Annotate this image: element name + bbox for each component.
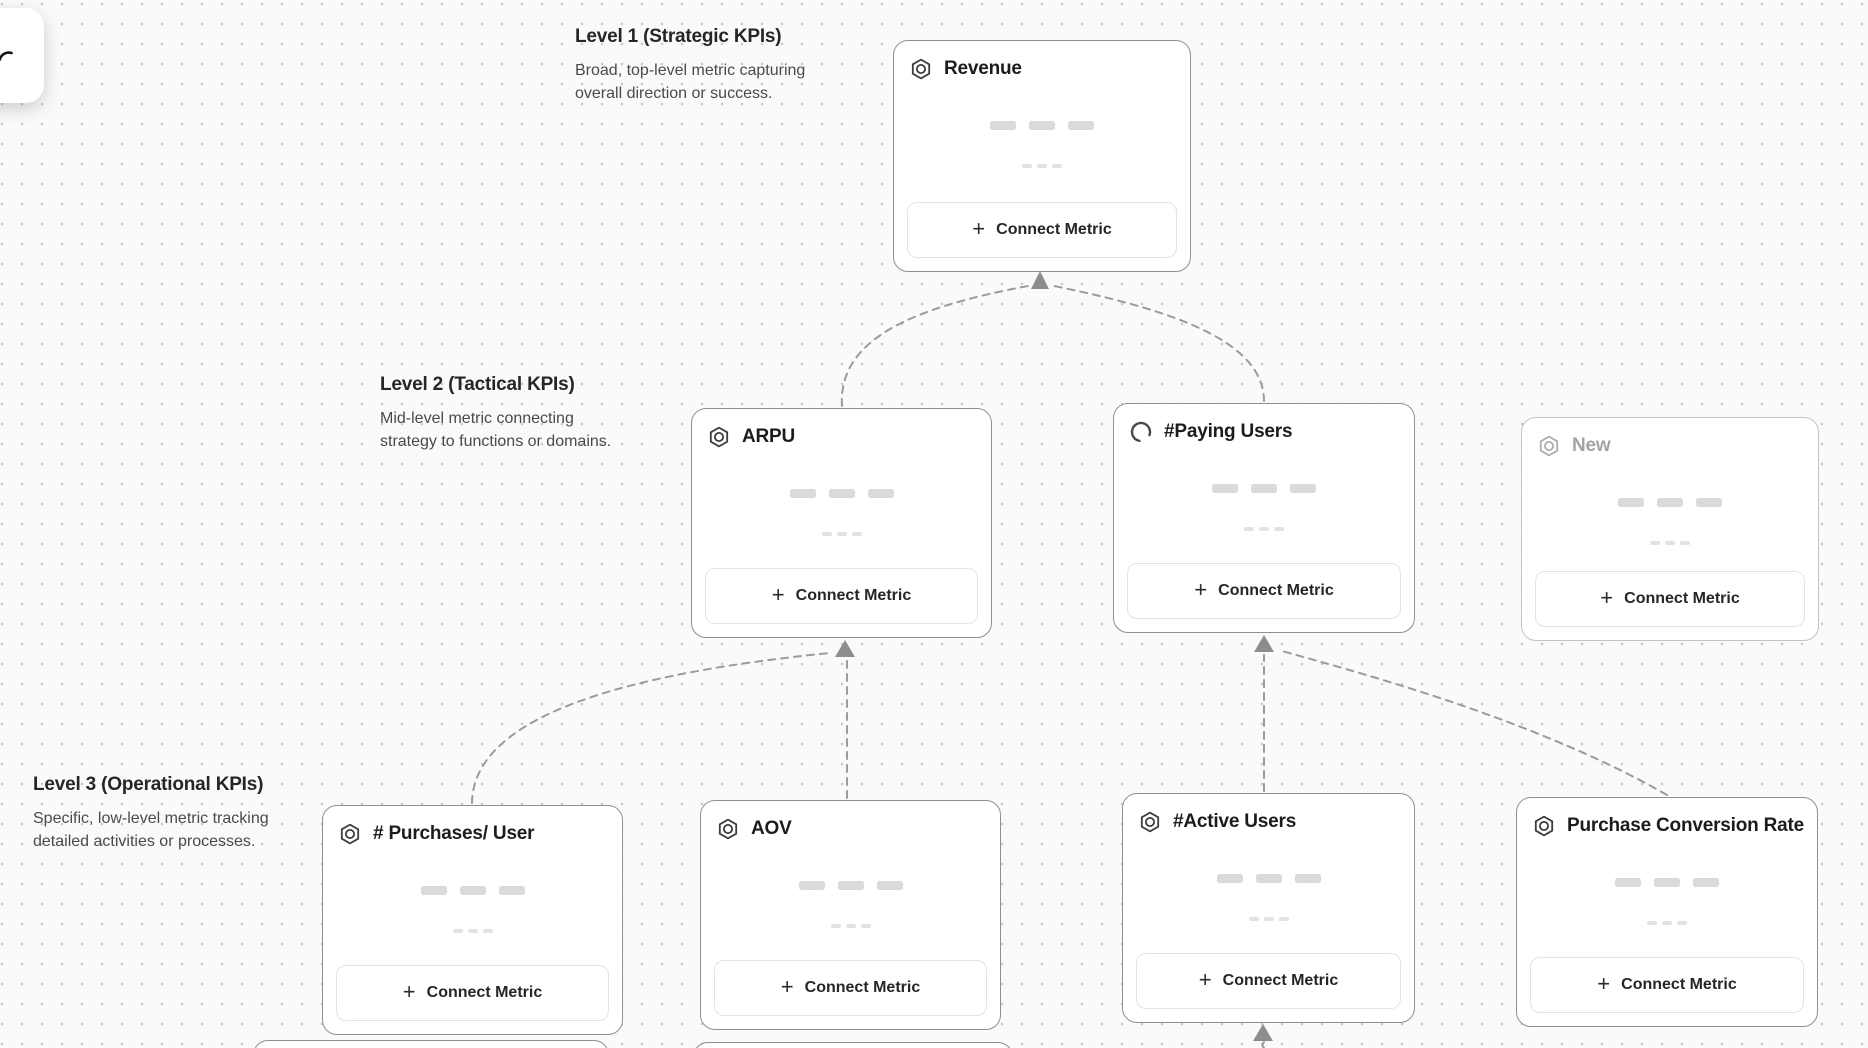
partial-card-bottom-mid[interactable] (693, 1042, 1013, 1048)
connect-metric-label: Connect Metric (795, 587, 912, 604)
plus-icon: + (1600, 585, 1614, 610)
skeleton-row-secondary (1517, 921, 1817, 925)
connect-metric-button[interactable]: + Connect Metric (336, 965, 609, 1021)
connect-metric-label: Connect Metric (804, 979, 921, 996)
level-title: Level 2 (Tactical KPIs) (380, 374, 575, 395)
card-header: AOV (701, 801, 1000, 841)
skeleton-row-primary (701, 881, 1000, 890)
skeleton-row-secondary (692, 532, 991, 536)
connect-metric-label: Connect Metric (426, 984, 543, 1001)
edge-purchases-to-arpu[interactable] (471, 652, 831, 804)
arrow-into-active-users (1253, 1024, 1273, 1041)
plus-icon: + (1198, 967, 1212, 992)
skeleton-row-primary (894, 121, 1190, 130)
connect-metric-button[interactable]: + Connect Metric (705, 568, 978, 624)
level-title: Level 3 (Operational KPIs) (33, 774, 264, 795)
connect-metric-button[interactable]: + Connect Metric (1136, 953, 1401, 1009)
card-title: ARPU (742, 426, 796, 447)
metric-card-purchase-conversion-rate[interactable]: Purchase Conversion Rate + Connect Metri… (1516, 797, 1818, 1027)
skeleton-row-secondary (894, 164, 1190, 168)
plus-icon: + (972, 216, 986, 241)
connect-metric-label: Connect Metric (1218, 582, 1334, 599)
plus-icon: + (771, 582, 785, 607)
plus-icon: + (402, 979, 416, 1004)
card-header: #Active Users (1123, 794, 1414, 834)
hexagon-metric-icon (1539, 435, 1559, 457)
card-title: New (1572, 435, 1611, 456)
card-header: # Purchases/ User (323, 806, 622, 846)
card-title: Revenue (944, 58, 1022, 79)
skeleton-row-secondary (701, 924, 1000, 928)
card-title: AOV (751, 818, 792, 839)
plus-icon: + (780, 974, 794, 999)
level-description: Specific, low-level metric tracking deta… (33, 810, 269, 851)
metric-card-aov[interactable]: AOV + Connect Metric (700, 800, 1001, 1030)
edge-offscreen-to-active-users[interactable] (1261, 1041, 1265, 1048)
skeleton-row-primary (1123, 874, 1414, 883)
level-description: Mid-level metric connecting strategy to … (380, 410, 612, 451)
card-title: # Purchases/ User (373, 823, 535, 844)
hexagon-metric-icon (340, 823, 360, 845)
connect-metric-button[interactable]: + Connect Metric (907, 202, 1177, 258)
hexagon-metric-icon (911, 58, 931, 80)
hexagon-metric-icon (1140, 811, 1160, 833)
floating-toolbar-fragment[interactable] (0, 8, 44, 103)
connect-metric-button[interactable]: + Connect Metric (1535, 571, 1805, 627)
connect-metric-label: Connect Metric (1621, 976, 1737, 993)
connect-metric-button[interactable]: + Connect Metric (1530, 957, 1804, 1013)
card-header: Purchase Conversion Rate (1517, 798, 1817, 838)
connect-metric-button[interactable]: + Connect Metric (714, 960, 987, 1016)
metric-card-purchases-per-user[interactable]: # Purchases/ User + Connect Metric (322, 805, 623, 1035)
card-header: Revenue (894, 41, 1190, 81)
skeleton-row-primary (1517, 878, 1817, 887)
card-header: New (1522, 418, 1818, 458)
connect-metric-button[interactable]: + Connect Metric (1127, 563, 1401, 619)
skeleton-row-primary (323, 886, 622, 895)
skeleton-row-secondary (1114, 527, 1414, 531)
connect-metric-label: Connect Metric (996, 221, 1112, 238)
hexagon-metric-icon (718, 818, 738, 840)
skeleton-row-primary (1522, 498, 1818, 507)
card-header: ARPU (692, 409, 991, 449)
skeleton-row-secondary (1522, 541, 1818, 545)
connect-metric-label: Connect Metric (1624, 590, 1740, 607)
connect-metric-label: Connect Metric (1222, 972, 1339, 989)
card-title: #Active Users (1173, 811, 1297, 832)
skeleton-row-secondary (1123, 917, 1414, 921)
arrow-into-revenue (1031, 271, 1049, 289)
level-label-level-3: Level 3 (Operational KPIs) Specific, low… (33, 774, 305, 854)
tool-icon (0, 51, 13, 62)
metric-card-paying-users[interactable]: #Paying Users + Connect Metric (1113, 403, 1415, 633)
plus-icon: + (1597, 971, 1611, 996)
partial-card-bottom-left[interactable] (253, 1040, 609, 1048)
card-title: #Paying Users (1164, 421, 1293, 442)
skeleton-row-secondary (323, 929, 622, 933)
card-header: #Paying Users (1114, 404, 1414, 444)
arrow-into-paying-users (1254, 635, 1274, 652)
skeleton-row-primary (1114, 484, 1414, 493)
plus-icon: + (1194, 577, 1208, 602)
hexagon-metric-icon (709, 426, 729, 448)
edge-paying-users-to-revenue[interactable] (1053, 285, 1265, 402)
card-title: Purchase Conversion Rate (1567, 815, 1805, 836)
hexagon-metric-icon (1534, 815, 1554, 837)
metric-card-active-users[interactable]: #Active Users + Connect Metric (1122, 793, 1415, 1023)
arrow-into-arpu (835, 640, 855, 657)
level-label-level-2: Level 2 (Tactical KPIs) Mid-level metric… (380, 374, 630, 454)
metric-card-revenue[interactable]: Revenue + Connect Metric (893, 40, 1191, 272)
spinner-icon (1130, 421, 1152, 443)
level-label-level-1: Level 1 (Strategic KPIs) Broad, top-leve… (575, 26, 833, 106)
level-title: Level 1 (Strategic KPIs) (575, 26, 782, 47)
metric-card-arpu[interactable]: ARPU + Connect Metric (691, 408, 992, 638)
level-description: Broad, top-level metric capturing overal… (575, 62, 806, 103)
edge-arpu-to-revenue[interactable] (840, 285, 1029, 407)
metric-card-new[interactable]: New + Connect Metric (1521, 417, 1819, 641)
edge-pcr-to-paying[interactable] (1281, 650, 1668, 796)
skeleton-row-primary (692, 489, 991, 498)
